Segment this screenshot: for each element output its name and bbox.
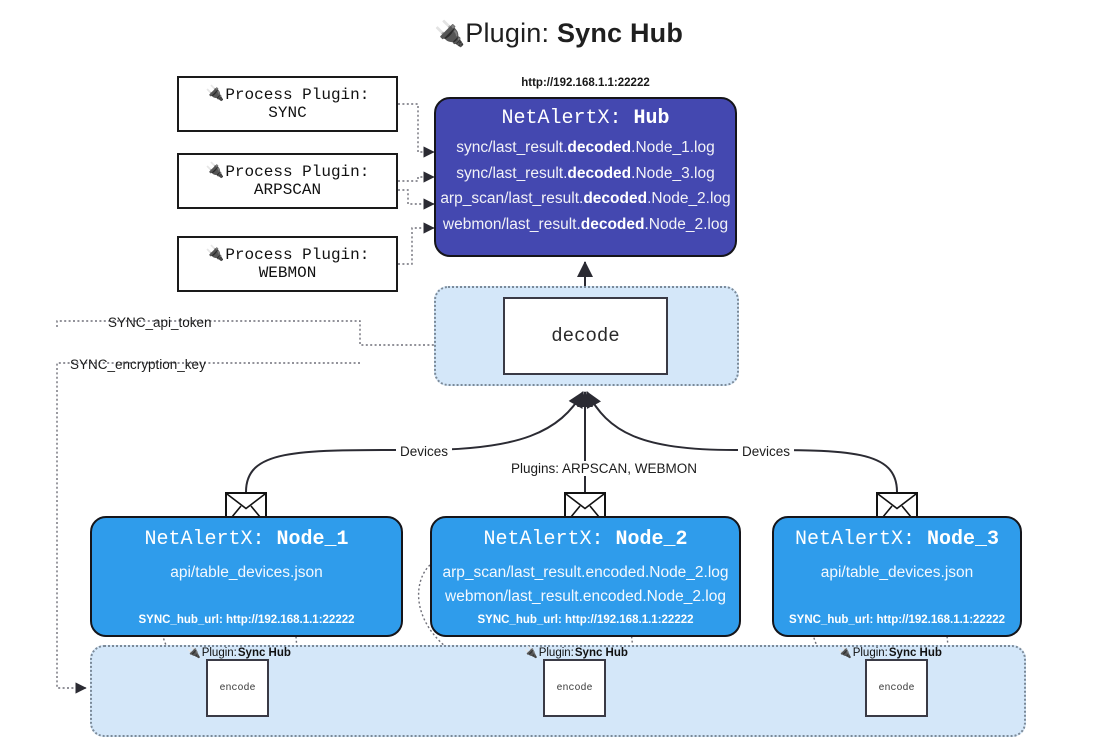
page-title: 🔌Plugin: Sync Hub — [0, 18, 1117, 49]
process-plugin-webmon[interactable]: 🔌 Process Plugin: WEBMON — [177, 236, 398, 292]
plug-icon: 🔌 — [524, 647, 538, 659]
plug-icon: 🔌 — [205, 163, 225, 181]
encoder-label-node-1: 🔌Plugin: Sync Hub — [187, 646, 291, 660]
hub-log-line: arp_scan/last_result.decoded.Node_2.log — [436, 186, 735, 212]
node-lines: api/table_devices.json — [774, 561, 1020, 585]
encoder-label-strong: Sync Hub — [574, 646, 628, 659]
decode-box[interactable]: decode — [503, 297, 668, 375]
label-sync-encryption-key: SYNC_encryption_key — [70, 357, 206, 372]
label-plugins-center: Plugins: ARPSCAN, WEBMON — [507, 461, 702, 476]
process-plugin-sync[interactable]: 🔌 Process Plugin: SYNC — [177, 76, 398, 132]
encoder-label-lead: Plugin: — [852, 646, 888, 659]
edge-node1-to-decode — [245, 391, 584, 493]
hub-log-post: .Node_2.log — [644, 215, 729, 233]
edge-webmon-to-hub — [398, 222, 435, 265]
node-node-3[interactable]: NetAlertX: Node_3 api/table_devices.json… — [772, 516, 1022, 637]
process-plugin-name: SYNC — [268, 104, 307, 122]
label-sync-api-token: SYNC_api_token — [108, 315, 212, 330]
encode-box-node-2[interactable]: encode — [543, 659, 606, 717]
node-footer: SYNC_hub_url: http://192.168.1.1:22222 — [138, 614, 355, 626]
process-plugin-arpscan[interactable]: 🔌 Process Plugin: ARPSCAN — [177, 153, 398, 209]
hub-log-mid: decoded — [583, 190, 648, 208]
node-line: api/table_devices.json — [170, 564, 323, 581]
edge-sync-to-hub-1 — [398, 103, 435, 158]
plug-icon: 🔌 — [838, 647, 852, 659]
hub-log-pre: sync/last_result. — [456, 139, 568, 156]
label-devices-right: Devices — [738, 444, 795, 459]
page-title-lead: Plugin: — [465, 18, 557, 48]
plug-icon: 🔌 — [433, 20, 466, 48]
encode-box-node-3[interactable]: encode — [865, 659, 928, 717]
node-line: arp_scan/last_result.encoded.Node_2.log — [442, 564, 729, 581]
hub-log-mid: decoded — [567, 164, 632, 182]
encode-box-node-1[interactable]: encode — [206, 659, 269, 717]
process-plugin-name: ARPSCAN — [253, 181, 322, 199]
hub-log-line: sync/last_result.decoded.Node_1.log — [436, 135, 735, 161]
node-title: NetAlertX: Node_1 — [92, 528, 401, 551]
hub-log-pre: webmon/last_result. — [442, 215, 581, 233]
node-footer: SYNC_hub_url: http://192.168.1.1:22222 — [788, 614, 1006, 626]
process-plugin-label: Process Plugin: — [225, 162, 370, 181]
node-lines: api/table_devices.json — [92, 561, 401, 585]
encoder-label-strong: Sync Hub — [237, 646, 291, 659]
plug-icon: 🔌 — [205, 246, 225, 264]
plug-icon: 🔌 — [205, 86, 225, 104]
hub-node[interactable]: NetAlertX: Hub sync/last_result.decoded.… — [434, 97, 737, 257]
node-title-prefix: NetAlertX: — [483, 528, 616, 551]
node-title: NetAlertX: Node_2 — [432, 528, 739, 551]
node-title-prefix: NetAlertX: — [794, 528, 927, 551]
hub-log-mid: decoded — [567, 139, 632, 156]
hub-log-post: .Node_3.log — [631, 164, 715, 182]
process-plugin-name: WEBMON — [258, 264, 317, 282]
plug-icon: 🔌 — [187, 647, 201, 659]
hub-log-post: .Node_1.log — [631, 139, 715, 156]
node-node-2[interactable]: NetAlertX: Node_2 arp_scan/last_result.e… — [430, 516, 741, 637]
node-line: api/table_devices.json — [820, 564, 974, 581]
hub-title-name: Hub — [633, 107, 670, 130]
node-title-prefix: NetAlertX: — [144, 528, 277, 551]
hub-log-line: webmon/last_result.decoded.Node_2.log — [436, 212, 735, 238]
edge-arpscan-to-hub — [398, 171, 435, 183]
encoder-label-node-2: 🔌Plugin: Sync Hub — [524, 646, 628, 660]
hub-log-pre: arp_scan/last_result. — [440, 190, 584, 208]
hub-log-mid: decoded — [580, 215, 645, 233]
process-plugin-label: Process Plugin: — [225, 245, 370, 264]
page-title-strong: Sync Hub — [556, 18, 684, 48]
hub-title: NetAlertX: Hub — [436, 107, 735, 130]
encoder-label-node-3: 🔌Plugin: Sync Hub — [838, 646, 942, 660]
encoder-label-lead: Plugin: — [538, 646, 574, 659]
node-title: NetAlertX: Node_3 — [774, 528, 1020, 551]
node-title-name: Node_2 — [615, 528, 688, 551]
node-lines: arp_scan/last_result.encoded.Node_2.log … — [432, 561, 739, 609]
process-plugin-label: Process Plugin: — [225, 85, 370, 104]
node-title-name: Node_1 — [276, 528, 349, 551]
hub-log-post: .Node_2.log — [647, 190, 731, 208]
hub-title-prefix: NetAlertX: — [501, 107, 634, 130]
edge-node3-to-decode — [586, 391, 898, 493]
node-node-1[interactable]: NetAlertX: Node_1 api/table_devices.json… — [90, 516, 403, 637]
encoder-label-lead: Plugin: — [201, 646, 237, 659]
node-title-name: Node_3 — [927, 528, 1000, 551]
node-line: webmon/last_result.encoded.Node_2.log — [445, 588, 726, 606]
edge-sync-to-hub-2 — [398, 189, 435, 210]
label-devices-left: Devices — [396, 444, 453, 459]
encoder-label-strong: Sync Hub — [888, 646, 942, 659]
node-footer: SYNC_hub_url: http://192.168.1.1:22222 — [477, 614, 694, 626]
hub-url: http://192.168.1.1:22222 — [521, 77, 650, 89]
hub-log-pre: sync/last_result. — [456, 164, 568, 182]
hub-log-line: sync/last_result.decoded.Node_3.log — [436, 161, 735, 187]
